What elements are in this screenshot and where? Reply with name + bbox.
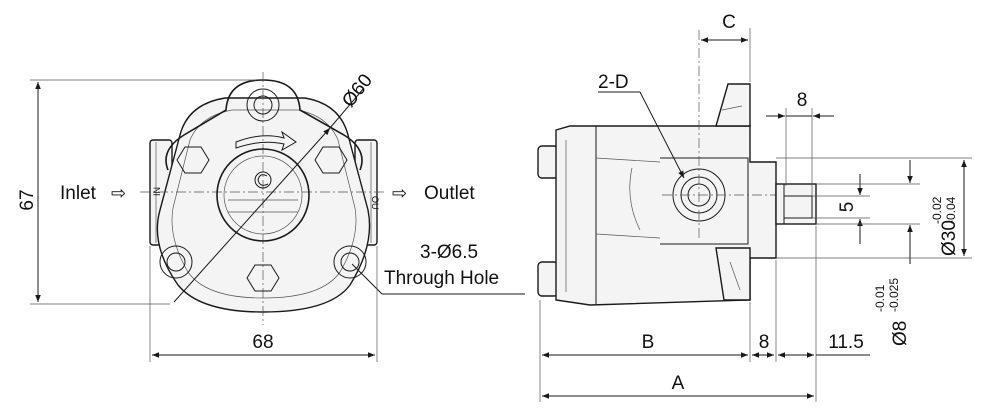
svg-text:-0.04: -0.04 [944, 196, 958, 224]
rear-port-lower [537, 261, 559, 297]
svg-text:68: 68 [252, 332, 273, 353]
outlet-label: Outlet [424, 183, 475, 204]
rear-port-upper [537, 145, 559, 179]
dim-key-width: 8 [766, 90, 834, 196]
svg-text:2-D: 2-D [598, 72, 629, 93]
center-label-disc [216, 148, 310, 242]
dim-pilot-diameter: Ø30 -0.02 -0.04 [776, 157, 972, 259]
svg-text:5: 5 [837, 202, 858, 213]
dim-flange-8: 8 [752, 260, 777, 362]
hex-screw-right [314, 146, 348, 174]
dim-b: B [539, 300, 751, 402]
through-hole-bottom-left [159, 245, 193, 279]
holes-callout-count: 3-Ø6.5 [420, 242, 478, 263]
front-view: IN OU Ø60 [140, 70, 525, 325]
shaft [775, 183, 817, 225]
upper-lug [715, 83, 751, 127]
lower-lug [715, 247, 751, 301]
svg-text:67: 67 [17, 189, 38, 210]
dim-a: A [542, 373, 814, 399]
inlet-label: Inlet [60, 183, 97, 204]
svg-text:-0.025: -0.025 [887, 278, 901, 312]
dim-shaft-length: 11.5 [778, 226, 870, 402]
dim-diameter-60: Ø60 [338, 70, 377, 111]
port-mark-in: IN [152, 187, 162, 196]
svg-text:A: A [672, 373, 685, 394]
svg-text:B: B [642, 332, 655, 353]
dim-shaft-diameter: Ø8 -0.01 -0.025 [816, 160, 920, 346]
logo-mark [254, 171, 272, 189]
port-mark-out: OU [370, 196, 380, 210]
hex-screw-left [176, 146, 210, 174]
holes-callout-type: Through Hole [384, 268, 499, 289]
dim-key-depth: 5 [812, 174, 870, 244]
dim-width-68: 68 [149, 246, 378, 362]
shaft-keyway [784, 195, 813, 219]
rotation-arrow-icon [235, 130, 297, 152]
svg-text:-0.02: -0.02 [930, 196, 944, 224]
side-view [537, 30, 817, 306]
svg-text:8: 8 [797, 90, 808, 111]
dim-2d: 2-D [598, 72, 685, 179]
svg-text:C: C [722, 12, 736, 33]
pump-body-outline [156, 97, 371, 313]
hex-screw-bottom [246, 264, 280, 292]
through-hole-bottom-right [333, 245, 367, 279]
svg-text:Ø30: Ø30 [939, 220, 960, 256]
svg-text:8: 8 [759, 332, 770, 353]
inlet-arrow-icon: ⇨ [111, 183, 126, 203]
flange-lobes [165, 79, 363, 171]
outlet-arrow-icon: ⇨ [392, 183, 407, 203]
svg-text:11.5: 11.5 [828, 332, 864, 353]
dim-height-67: 67 [17, 79, 256, 305]
svg-text:-0.01: -0.01 [873, 284, 887, 312]
dim-c: C [701, 12, 751, 82]
through-hole-top [246, 88, 280, 122]
svg-text:Ø8: Ø8 [890, 321, 911, 346]
